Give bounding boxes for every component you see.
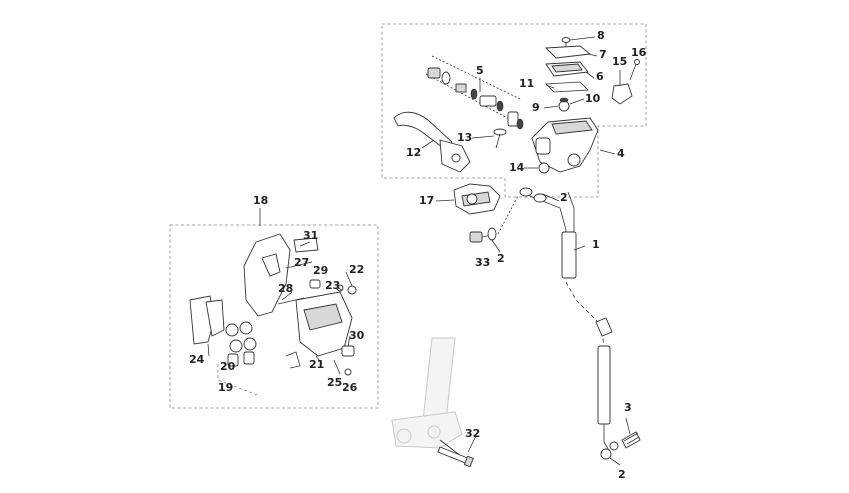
pistons-19	[227, 351, 255, 367]
bleed-screws-22-23	[336, 284, 357, 295]
fork-leg-ghost	[391, 337, 471, 464]
callout-18: 18	[253, 194, 269, 207]
reservoir-cover-7	[544, 45, 592, 59]
callout-19: 19	[218, 381, 234, 394]
callout-3: 3	[624, 401, 632, 414]
callout-4: 4	[617, 147, 625, 160]
diaphragm-6	[545, 61, 589, 77]
callout-1: 1	[592, 238, 600, 251]
brake-pads-24	[189, 295, 225, 345]
callout-9: 9	[532, 101, 540, 114]
callout-22: 22	[349, 263, 365, 276]
screw-13	[493, 128, 507, 149]
callout-26: 26	[342, 381, 358, 394]
callout-13: 13	[457, 131, 473, 144]
callout-15: 15	[612, 55, 628, 68]
callout-33: 33	[475, 256, 491, 269]
callout-17: 17	[419, 194, 435, 207]
caliper-body	[295, 291, 353, 357]
master-cylinder-group-frame	[381, 23, 647, 198]
bolt-30	[341, 345, 355, 357]
caliper-group-frame	[169, 224, 379, 409]
callout-32: 32	[465, 427, 481, 440]
callout-20: 20	[220, 360, 236, 373]
pins-27-28-29	[277, 261, 321, 305]
screw-16	[629, 59, 640, 81]
callout-2-middle: 2	[497, 252, 505, 265]
master-cylinder-body	[531, 117, 599, 173]
callout-2-upper: 2	[560, 191, 568, 204]
callout-2-lower: 2	[618, 468, 626, 481]
banjo-bolt-14	[538, 162, 550, 174]
handlebar-clamp-17	[453, 183, 501, 215]
float-9-10	[558, 97, 570, 112]
callout-31: 31	[303, 229, 319, 242]
caliper-bracket	[243, 233, 291, 317]
callout-29: 29	[313, 264, 329, 277]
screws-25-26	[333, 359, 352, 376]
callout-21: 21	[309, 358, 325, 371]
retainer-21	[285, 351, 301, 369]
callout-25: 25	[327, 376, 343, 389]
callout-28: 28	[278, 282, 294, 295]
bolt-32	[437, 446, 474, 468]
brake-hose-1	[519, 187, 619, 460]
callout-10: 10	[585, 92, 601, 105]
banjo-bolt-3	[621, 431, 641, 449]
callout-12: 12	[406, 146, 422, 159]
banjo-bolt-33	[469, 195, 519, 243]
callout-27: 27	[294, 256, 310, 269]
callout-30: 30	[349, 329, 365, 342]
brake-switch-15	[611, 83, 633, 105]
callout-6: 6	[596, 70, 604, 83]
gasket-11	[545, 81, 589, 93]
leader-lines	[207, 36, 631, 466]
callout-14: 14	[509, 161, 525, 174]
callout-16: 16	[631, 46, 647, 59]
callout-8: 8	[597, 29, 605, 42]
callout-7: 7	[599, 48, 607, 61]
piston-kit-5	[425, 55, 524, 130]
piston-seals-20	[225, 321, 257, 353]
callout-11: 11	[519, 77, 535, 90]
brake-lever-12	[393, 111, 471, 173]
pad-spring-31	[293, 237, 319, 253]
callout-24: 24	[189, 353, 205, 366]
pad-kit-bracket-line	[217, 364, 261, 397]
callout-23: 23	[325, 279, 341, 292]
callout-5: 5	[476, 64, 484, 77]
